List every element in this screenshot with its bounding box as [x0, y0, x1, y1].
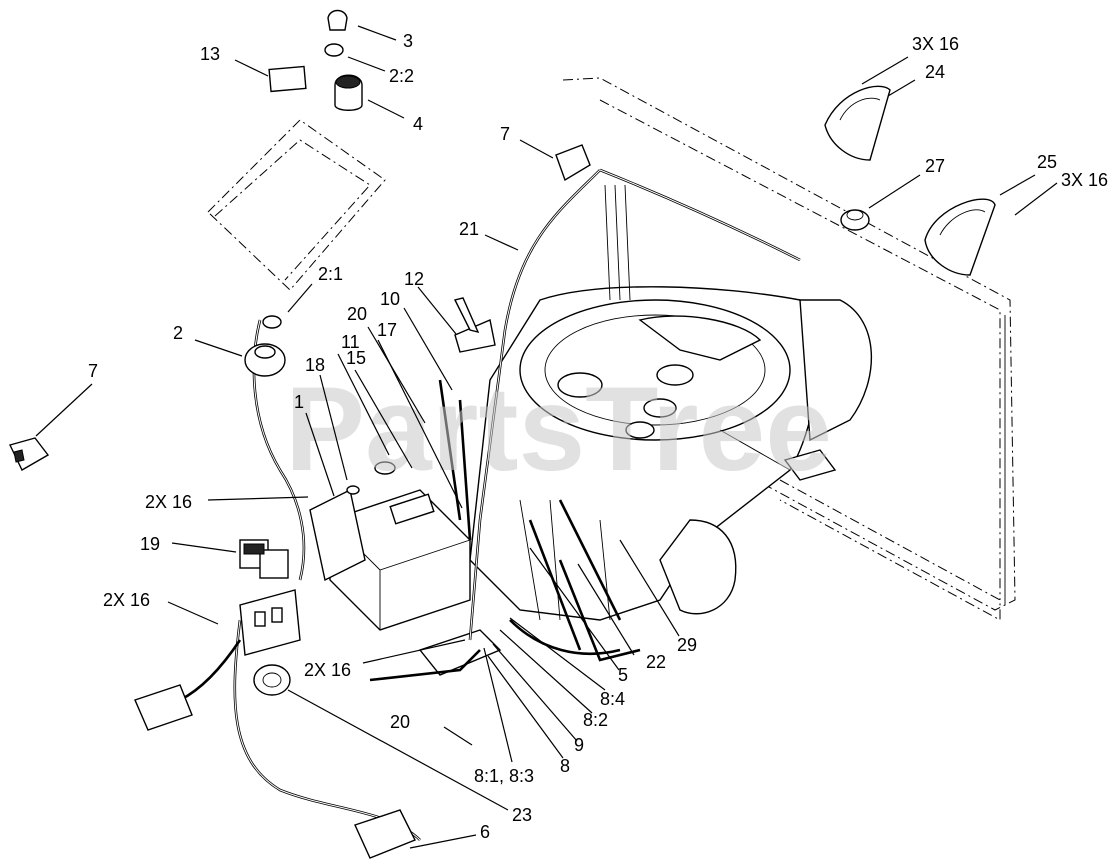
callout-7-top: 7: [500, 124, 510, 144]
fender-panel: [562, 77, 1016, 611]
callout-15: 15: [346, 348, 366, 368]
fuse-block: [239, 589, 301, 656]
callout-1: 1: [294, 392, 304, 412]
watermark: PartsTree: [285, 362, 832, 496]
callout-2: 2: [173, 323, 183, 343]
callout-5: 5: [618, 665, 628, 685]
callout-17: 17: [377, 320, 397, 340]
callout-20-top: 20: [347, 304, 367, 324]
throttle-knob: [244, 343, 286, 377]
seat-switch-top: [555, 144, 591, 182]
callout-2x16-b: 2X 16: [103, 590, 150, 610]
callout-19: 19: [140, 534, 160, 554]
callout-9: 9: [574, 735, 584, 755]
fender-lower-edge: [779, 479, 1001, 621]
headlight-25: [924, 198, 996, 276]
callout-24: 24: [925, 62, 945, 82]
callout-27: 27: [925, 156, 945, 176]
bolt-18: [346, 485, 360, 495]
callout-3: 3: [403, 31, 413, 51]
callout-8-2: 8:2: [583, 710, 608, 730]
dash-panel: [207, 119, 386, 291]
leader-lines: [35, 25, 1058, 849]
hour-meter-23: [253, 664, 291, 696]
callout-8-1-8-3: 8:1, 8:3: [474, 766, 534, 786]
relays-19: [239, 539, 289, 579]
callout-6: 6: [480, 822, 490, 842]
decal: [268, 65, 307, 93]
cable-10: [453, 297, 480, 334]
callout-3x16-right: 3X 16: [1061, 170, 1108, 190]
callout-12: 12: [404, 269, 424, 289]
callout-25: 25: [1037, 152, 1057, 172]
callout-22: 22: [646, 652, 666, 672]
callout-11: 11: [341, 332, 360, 352]
starter-cable-end: [374, 461, 396, 475]
wire-harness: [179, 168, 801, 841]
grommet-27: [840, 209, 870, 231]
callout-13: 13: [200, 44, 220, 64]
throttle-nut: [262, 315, 282, 329]
battery-hold-down: [309, 488, 366, 582]
ignition-switch: [334, 74, 363, 111]
callout-2-2: 2:2: [389, 66, 414, 86]
engine: [469, 286, 873, 621]
callout-21: 21: [459, 219, 479, 239]
callout-4: 4: [413, 114, 423, 134]
callout-3x16-top: 3X 16: [912, 34, 959, 54]
callout-18: 18: [305, 355, 325, 375]
callout-2-1: 2:1: [318, 264, 343, 284]
callout-8-4: 8:4: [600, 689, 625, 709]
fuel-line: [604, 184, 631, 301]
callout-8: 8: [560, 756, 570, 776]
seat-switch-left: [9, 437, 50, 471]
callout-23: 23: [512, 805, 532, 825]
connector-6: [354, 809, 416, 859]
headlight-24: [824, 85, 891, 161]
key-switch-nut: [324, 43, 344, 57]
callout-10: 10: [380, 289, 400, 309]
connector-left: [134, 684, 193, 731]
callout-2x16-c: 2X 16: [304, 660, 351, 680]
battery: [329, 489, 471, 631]
callout-20-bottom: 20: [390, 712, 410, 732]
callout-7-left: 7: [88, 361, 98, 381]
solenoid-switch-12: [454, 319, 496, 353]
callout-2x16-a: 2X 16: [145, 492, 192, 512]
callout-29: 29: [677, 635, 697, 655]
key: [327, 9, 348, 31]
battery-tray: [418, 629, 502, 676]
